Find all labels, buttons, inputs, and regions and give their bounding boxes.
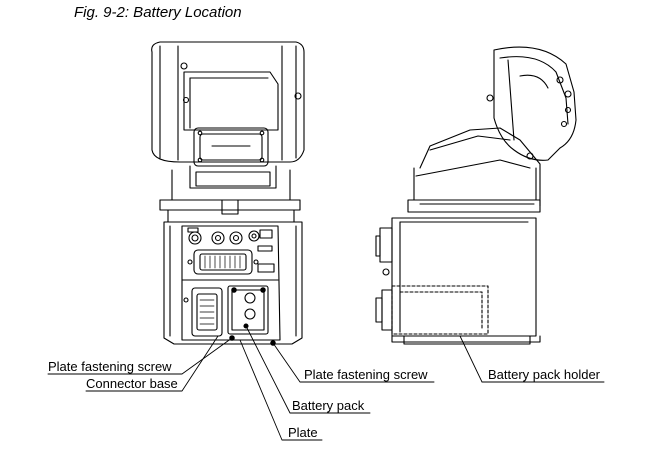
label-plate-fastening-screw-left: Plate fastening screw xyxy=(48,359,172,374)
label-plate: Plate xyxy=(288,425,318,440)
front-view xyxy=(151,41,305,346)
label-plate-fastening-screw-right: Plate fastening screw xyxy=(304,367,428,382)
callout-leaders xyxy=(47,325,605,441)
side-view xyxy=(375,46,577,345)
label-battery-pack: Battery pack xyxy=(292,398,365,413)
figure-title: Fig. 9-2: Battery Location xyxy=(74,4,242,21)
label-connector-base: Connector base xyxy=(86,376,178,391)
label-battery-pack-holder: Battery pack holder xyxy=(488,367,601,382)
